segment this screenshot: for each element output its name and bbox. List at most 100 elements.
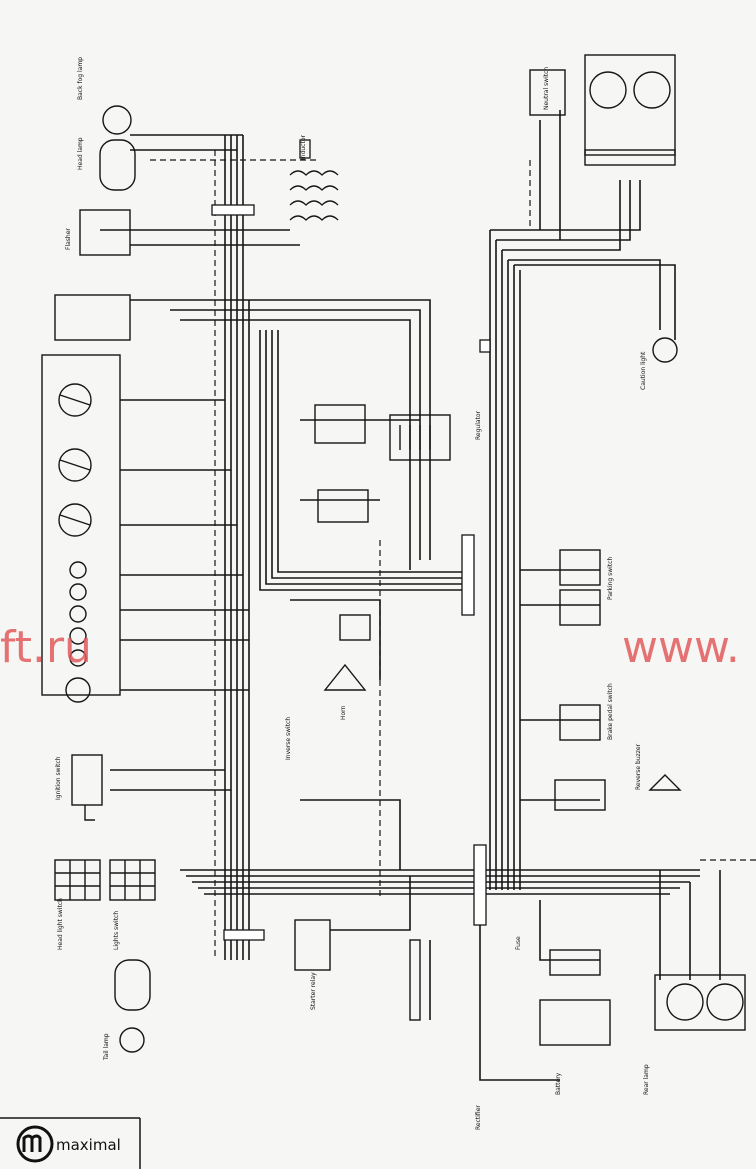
logo: maximal bbox=[0, 1117, 141, 1169]
relay-box-2 bbox=[54, 294, 131, 341]
label-brake-pedal-switch: Brake pedal switch bbox=[607, 683, 614, 740]
inductor-terminal bbox=[299, 139, 311, 159]
connector-small bbox=[479, 339, 491, 353]
right-top-components bbox=[529, 54, 678, 363]
switch-grid-2 bbox=[109, 859, 156, 901]
wire-harness bbox=[100, 110, 721, 1081]
rear-lamp-cluster bbox=[654, 974, 746, 1031]
watermark-left: ft.ru bbox=[0, 622, 92, 673]
wire-mid-2 bbox=[265, 330, 470, 585]
label-horn: Horn bbox=[340, 705, 347, 720]
coil-3 bbox=[289, 200, 339, 206]
label-rear-lamp: Rear lamp bbox=[643, 1064, 650, 1095]
label-head-lamp: Head lamp bbox=[77, 137, 84, 170]
indicator-4 bbox=[69, 627, 87, 645]
label-parking-switch: Parking switch bbox=[607, 556, 614, 600]
caution-light bbox=[652, 337, 678, 363]
watermark-right: www. bbox=[622, 622, 740, 673]
meter-dial-1 bbox=[589, 71, 627, 109]
wire-rt-5 bbox=[514, 264, 676, 340]
top-left-components bbox=[54, 105, 136, 341]
wire-relay-5 bbox=[330, 876, 411, 931]
label-head-light-switch: Head light switch bbox=[57, 898, 64, 950]
instrument-panel-frame bbox=[41, 354, 121, 696]
head-lamp-bottom bbox=[114, 959, 151, 1011]
label-starter-relay: Starter relay bbox=[310, 972, 317, 1010]
wire-rt-1 bbox=[490, 180, 641, 231]
gauge-needles bbox=[59, 394, 91, 526]
coil-4 bbox=[289, 215, 339, 221]
logo-text: maximal bbox=[56, 1136, 121, 1154]
horn-symbol bbox=[323, 663, 367, 691]
label-caution-light: Caution light bbox=[640, 351, 647, 390]
gauge-2 bbox=[58, 448, 92, 482]
indicator-5 bbox=[69, 649, 87, 667]
connector-top bbox=[211, 204, 255, 216]
connector-bottom-right bbox=[473, 844, 487, 926]
relay-c-pins bbox=[399, 425, 431, 450]
indicator-3 bbox=[69, 605, 87, 623]
label-battery: Battery bbox=[555, 1072, 562, 1095]
rectifier bbox=[409, 939, 421, 1021]
relay-box-1 bbox=[79, 209, 131, 256]
gauge-3 bbox=[58, 503, 92, 537]
wire-mid-4 bbox=[277, 330, 470, 573]
switch-grid-2-lines bbox=[110, 860, 155, 900]
label-rectifier: Rectifier bbox=[475, 1105, 482, 1130]
meter-dial-2 bbox=[633, 71, 671, 109]
connectors bbox=[211, 204, 491, 941]
label-ignition-switch: Ignition switch bbox=[55, 756, 62, 800]
switch-grid-1 bbox=[54, 859, 101, 901]
switch-3 bbox=[559, 704, 601, 741]
indicator-6 bbox=[65, 677, 91, 703]
relay-b bbox=[317, 489, 369, 523]
labels: Back fog lamp Head lamp Flasher Inductor… bbox=[55, 57, 650, 1130]
label-inductor: Inductor bbox=[300, 134, 307, 160]
ignition-lead bbox=[84, 805, 95, 821]
wire-batt-2 bbox=[539, 900, 600, 961]
label-reverse-buzzer: Reverse buzzer bbox=[635, 743, 642, 790]
gauge-1 bbox=[58, 383, 92, 417]
rear-lamp-1 bbox=[666, 983, 704, 1021]
instrument-panel bbox=[41, 354, 121, 703]
coil-2 bbox=[289, 185, 339, 191]
dashed-wires bbox=[150, 150, 756, 960]
rear-lamp-2 bbox=[706, 983, 744, 1021]
connector-bottom bbox=[223, 929, 265, 941]
right-switches bbox=[554, 549, 682, 811]
middle-relays bbox=[314, 404, 451, 691]
switch-2 bbox=[559, 589, 601, 626]
ignition-switch bbox=[71, 754, 103, 806]
wire-top-5 bbox=[130, 299, 431, 560]
label-tail-lamp: Tail lamp bbox=[103, 1033, 110, 1061]
label-regulator: Regulator bbox=[475, 410, 482, 440]
sensor-box bbox=[529, 69, 566, 116]
meter-cluster bbox=[584, 54, 676, 156]
inductor bbox=[289, 139, 339, 221]
label-neutral-switch: Neutral switch bbox=[543, 67, 550, 110]
wire-rt-3 bbox=[502, 180, 621, 251]
head-lamp-top bbox=[102, 105, 132, 135]
relay-a bbox=[314, 404, 366, 444]
wire-rt-4 bbox=[508, 259, 661, 330]
starter-relay bbox=[294, 919, 331, 971]
relay-c bbox=[389, 414, 451, 461]
fuse-box bbox=[549, 949, 601, 976]
label-flasher: Flasher bbox=[65, 228, 72, 250]
reverse-buzzer-symbol bbox=[648, 774, 682, 791]
label-fuse: Fuse bbox=[515, 936, 522, 950]
wire-top-7 bbox=[180, 319, 411, 570]
switch-block bbox=[554, 779, 606, 811]
indicator-1 bbox=[69, 561, 87, 579]
battery bbox=[539, 999, 611, 1046]
label-lights-switch: Lights switch bbox=[113, 911, 120, 950]
indicator-2 bbox=[69, 583, 87, 601]
switch-1 bbox=[559, 549, 601, 586]
meter-connector bbox=[584, 149, 676, 166]
label-inverse-switch: Inverse switch bbox=[285, 717, 292, 760]
wire-mid-3 bbox=[271, 330, 470, 579]
label-back-fog-lamp: Back fog lamp bbox=[77, 57, 84, 100]
wire-relay-4 bbox=[300, 799, 401, 870]
wire-rt-2 bbox=[496, 180, 631, 241]
